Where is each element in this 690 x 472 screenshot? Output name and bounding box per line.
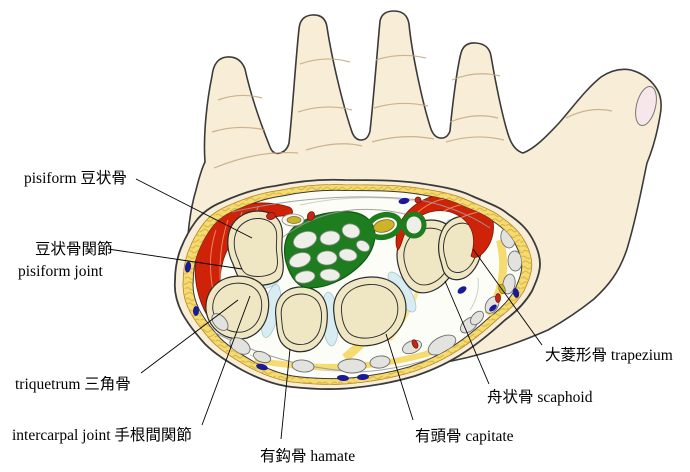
artery [411, 339, 419, 349]
vein [512, 288, 520, 298]
pisiform-leader-line [135, 178, 253, 239]
scaphoid-leader-line [444, 280, 490, 385]
fcr-tendon-sheath [401, 211, 427, 239]
hamate-leader-line [280, 348, 291, 440]
trapezium-label: 大菱形骨 trapezium [545, 346, 673, 364]
artery [414, 196, 422, 204]
median-nerve [373, 219, 395, 233]
intercarpal-joint-leader-line [201, 295, 251, 426]
pisiform-joint-jp-leader-line [107, 248, 243, 270]
artery [306, 211, 316, 221]
vein [184, 261, 192, 273]
capitate-label: 有頭骨 capitate [415, 427, 514, 445]
pisiform-joint-en-label: pisiform joint [18, 263, 104, 280]
flexor-tendon-group [283, 210, 427, 289]
vein [457, 286, 467, 294]
vein [193, 306, 199, 316]
median-nerve-sheath [365, 211, 403, 241]
artery [266, 212, 276, 220]
capitate-leader-line [385, 333, 414, 421]
vein [489, 304, 497, 312]
flexor-tendon-cross-sections [288, 223, 370, 284]
vein [398, 197, 410, 205]
leader-lines [107, 178, 543, 440]
artery [495, 293, 501, 303]
vein [357, 373, 369, 381]
pisiform-label: pisiform 豆状骨 [24, 169, 127, 187]
finger-creases [211, 54, 613, 169]
scaphoid-label: 舟状骨 scaphoid [487, 388, 593, 406]
trapezium-leader-line [472, 248, 543, 346]
capitate-bone [333, 276, 407, 347]
wrist-cross-section [173, 178, 541, 390]
triquetrum-leader-line [140, 299, 239, 374]
hamate-bone [274, 286, 328, 353]
vein [256, 363, 268, 371]
vessels-and-nerves [184, 196, 520, 382]
intercarpal-joint-label: intercarpal joint 手根間関節 [12, 426, 192, 444]
triquetrum-label: triquetrum 三角骨 [15, 375, 131, 393]
thumbnail [635, 85, 657, 127]
vein [337, 374, 349, 382]
pisiform-joint-jp-label: 豆状骨関節 [35, 240, 113, 258]
ulnar-nerve [286, 216, 302, 224]
hamate-label: 有鈎骨 hamate [260, 447, 355, 465]
carpal-bones [205, 210, 483, 353]
